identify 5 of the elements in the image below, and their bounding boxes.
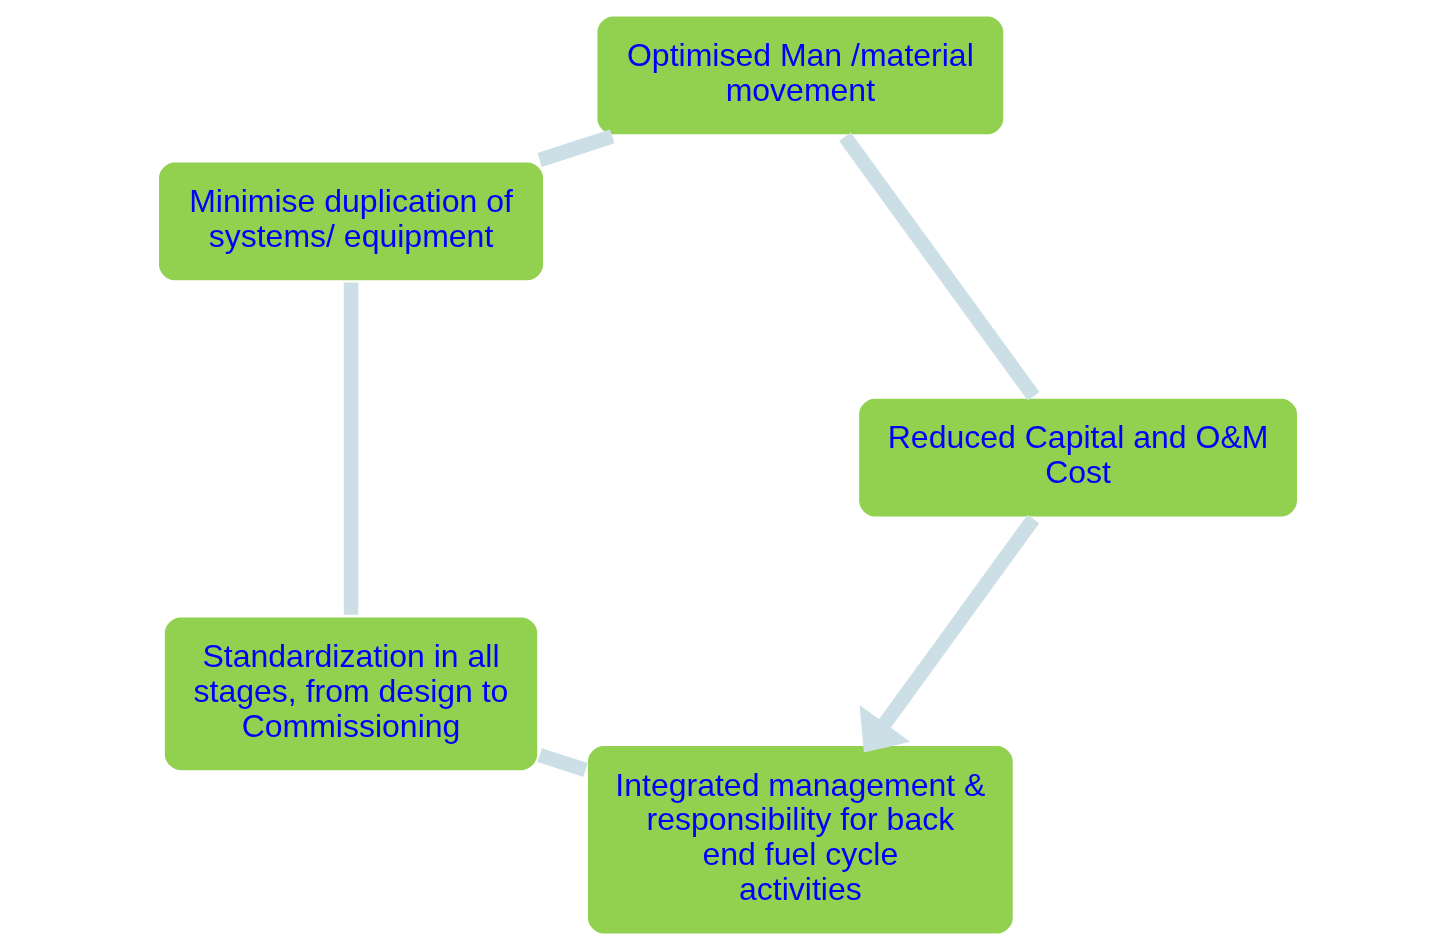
arrow: [859, 514, 1039, 753]
connector: [536, 129, 614, 167]
connector: [343, 282, 358, 615]
connector: [536, 748, 588, 777]
connector: [838, 132, 1039, 401]
